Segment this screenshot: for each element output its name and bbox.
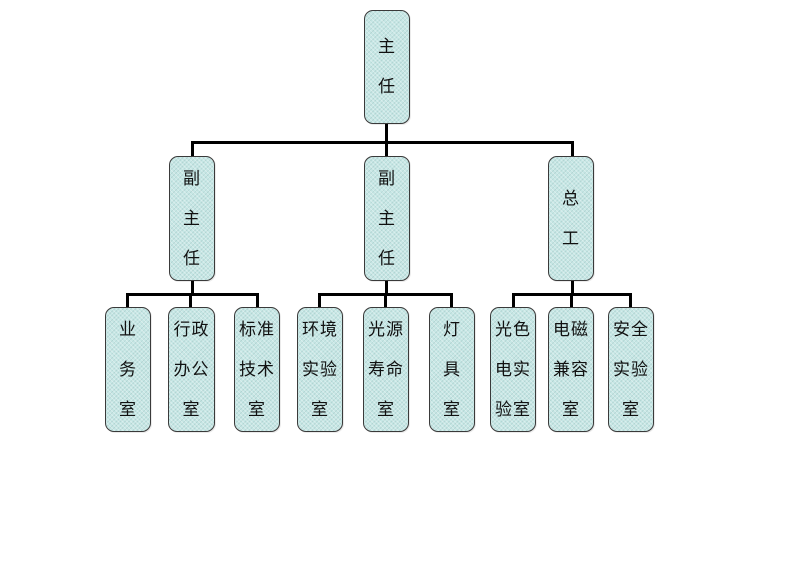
manager-2-line-1: 副 xyxy=(378,168,396,189)
department-box-environment-lab: 环境 实验 室 xyxy=(297,307,343,432)
department-7-line-2: 电实 xyxy=(495,359,531,380)
connector-group-3-stem xyxy=(571,279,574,296)
manager-3-line-2: 工 xyxy=(562,228,580,249)
department-box-luminaire: 灯 具 室 xyxy=(429,307,475,432)
department-9-line-3: 室 xyxy=(622,399,640,420)
connector-group-3-drop-3 xyxy=(629,293,632,308)
connector-group-2-stem xyxy=(385,279,388,296)
department-1-line-1: 业 xyxy=(119,319,137,340)
department-box-safety-lab: 安全 实验 室 xyxy=(608,307,654,432)
manager-1-line-3: 任 xyxy=(183,248,201,269)
manager-1-line-2: 主 xyxy=(183,208,201,229)
department-9-line-1: 安全 xyxy=(613,319,649,340)
root-label-line-2: 任 xyxy=(378,77,396,97)
connector-group-3-drop-1 xyxy=(512,293,515,308)
department-6-line-2: 具 xyxy=(443,359,461,380)
connector-group-2-drop-1 xyxy=(318,293,321,308)
department-box-lamp-life: 光源 寿命 室 xyxy=(363,307,409,432)
connector-manager-drop-1 xyxy=(191,141,194,157)
connector-group-1-drop-2 xyxy=(189,293,192,308)
department-box-emc: 电磁 兼容 室 xyxy=(548,307,594,432)
department-1-line-3: 室 xyxy=(119,399,137,420)
connector-group-2-drop-2 xyxy=(384,293,387,308)
department-box-business: 业 务 室 xyxy=(105,307,151,432)
department-3-line-2: 技术 xyxy=(239,359,275,380)
root-label-line-1: 主 xyxy=(378,37,396,57)
department-8-line-1: 电磁 xyxy=(553,319,589,340)
connector-group-1-drop-1 xyxy=(126,293,129,308)
department-9-line-2: 实验 xyxy=(613,359,649,380)
department-5-line-1: 光源 xyxy=(368,319,404,340)
department-7-line-1: 光色 xyxy=(495,319,531,340)
department-7-line-3: 验室 xyxy=(495,399,531,420)
department-5-line-2: 寿命 xyxy=(368,359,404,380)
manager-box-3: 总 工 xyxy=(548,156,594,281)
department-6-line-1: 灯 xyxy=(443,319,461,340)
connector-group-1-bus xyxy=(126,293,259,296)
department-2-line-3: 室 xyxy=(182,399,201,420)
department-4-line-1: 环境 xyxy=(302,319,338,340)
manager-box-1: 副 主 任 xyxy=(169,156,215,281)
department-5-line-3: 室 xyxy=(377,399,395,420)
connector-manager-bus xyxy=(191,141,574,144)
manager-box-2: 副 主 任 xyxy=(364,156,410,281)
manager-2-line-2: 主 xyxy=(378,208,396,229)
connector-group-1-stem xyxy=(191,279,194,296)
manager-2-line-3: 任 xyxy=(378,248,396,269)
manager-3-line-1: 总 xyxy=(562,188,580,209)
department-box-admin-office: 行政 办公 室 xyxy=(168,307,215,432)
department-6-line-3: 室 xyxy=(443,399,461,420)
department-8-line-2: 兼容 xyxy=(553,359,589,380)
department-2-line-1: 行政 xyxy=(173,319,210,340)
department-box-standards-tech: 标准 技术 室 xyxy=(234,307,280,432)
connector-group-3-drop-2 xyxy=(570,293,573,308)
department-2-line-2: 办公 xyxy=(173,359,210,380)
connector-root-stem xyxy=(385,122,388,144)
department-box-photometric-lab: 光色 电实 验室 xyxy=(490,307,536,432)
department-3-line-1: 标准 xyxy=(239,319,275,340)
connector-manager-drop-2 xyxy=(385,141,388,157)
connector-group-2-drop-3 xyxy=(450,293,453,308)
department-4-line-3: 室 xyxy=(311,399,329,420)
department-3-line-3: 室 xyxy=(248,399,266,420)
connector-manager-drop-3 xyxy=(571,141,574,157)
manager-1-line-1: 副 xyxy=(183,168,201,189)
department-1-line-2: 务 xyxy=(119,359,137,380)
connector-group-1-drop-3 xyxy=(256,293,259,308)
department-4-line-2: 实验 xyxy=(302,359,338,380)
root-box: 主 任 xyxy=(364,10,410,124)
department-8-line-3: 室 xyxy=(562,399,580,420)
